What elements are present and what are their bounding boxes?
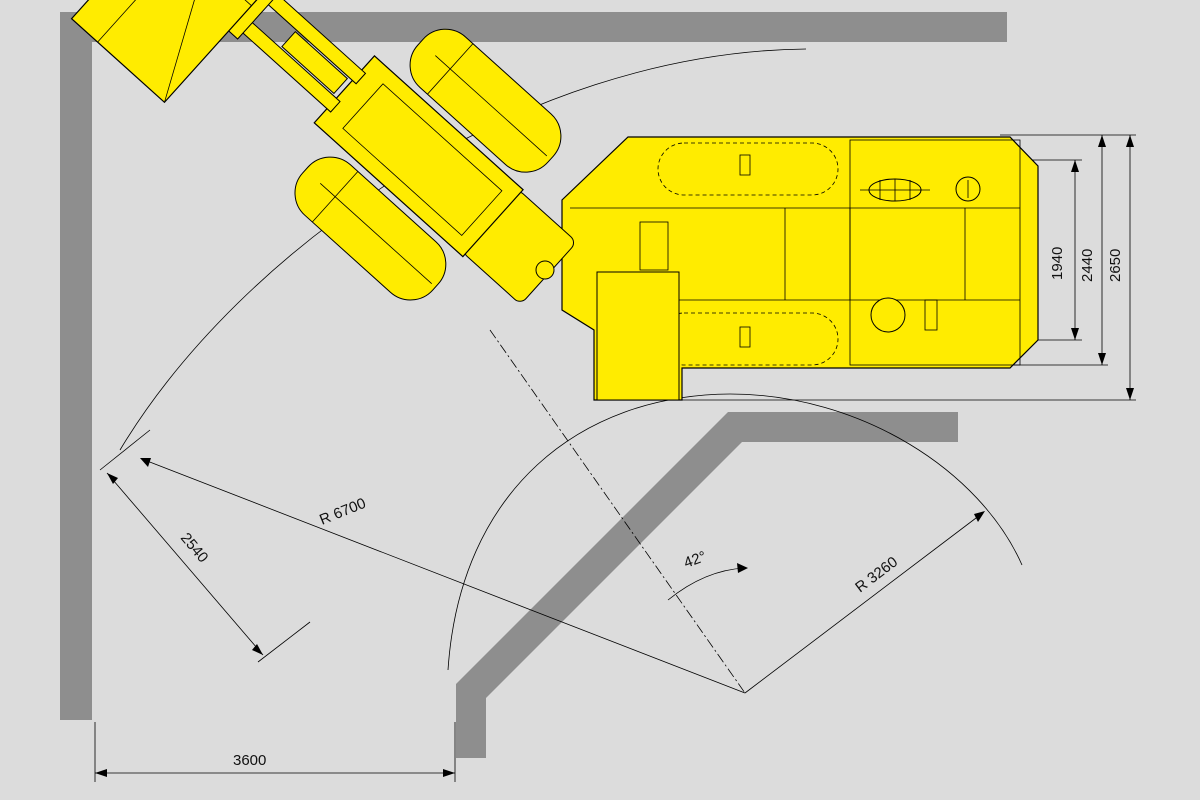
turning-geometry — [119, 48, 1023, 694]
radius-line-r3260 — [744, 514, 981, 694]
r6700-arrow-head — [140, 458, 151, 467]
width-dimensions — [680, 134, 1136, 401]
inner-turning-arc — [447, 393, 1023, 671]
drift-dimension — [94, 722, 456, 782]
radius-line-r6700 — [141, 458, 746, 694]
dim-label-2650: 2650 — [1107, 249, 1124, 282]
operator-cab — [596, 271, 680, 401]
rear-frame — [561, 136, 1039, 401]
centerline-front — [489, 329, 746, 694]
rear-tire-bottom — [657, 312, 839, 366]
angle-arc — [667, 567, 746, 601]
dim-label-r3260: R 3260 — [852, 554, 901, 597]
bucket-dimension — [99, 429, 311, 663]
r3260-arrow-head — [974, 511, 985, 522]
inner-wall-corner — [456, 412, 958, 758]
hitch-pin — [535, 260, 555, 280]
outer-wall-left — [60, 12, 92, 720]
boom-arm-top — [266, 0, 367, 85]
pump-component — [870, 297, 906, 333]
rear-chassis — [561, 136, 1039, 401]
dim-label-angle: 42° — [682, 548, 709, 572]
front-frame — [70, 0, 575, 302]
dim-label-2440: 2440 — [1079, 249, 1096, 282]
lift-cylinder — [281, 31, 349, 95]
tunnel-walls — [60, 12, 1007, 758]
engine-component — [860, 178, 930, 202]
rear-tire-top — [657, 142, 839, 196]
dim-label-3600: 3600 — [233, 752, 266, 769]
angle-arrow-head — [737, 563, 748, 573]
dim-line-2540 — [106, 472, 264, 656]
dim-label-1940: 1940 — [1049, 247, 1066, 280]
front-chassis — [313, 55, 524, 258]
dim-label-r6700: R 6700 — [317, 495, 368, 529]
